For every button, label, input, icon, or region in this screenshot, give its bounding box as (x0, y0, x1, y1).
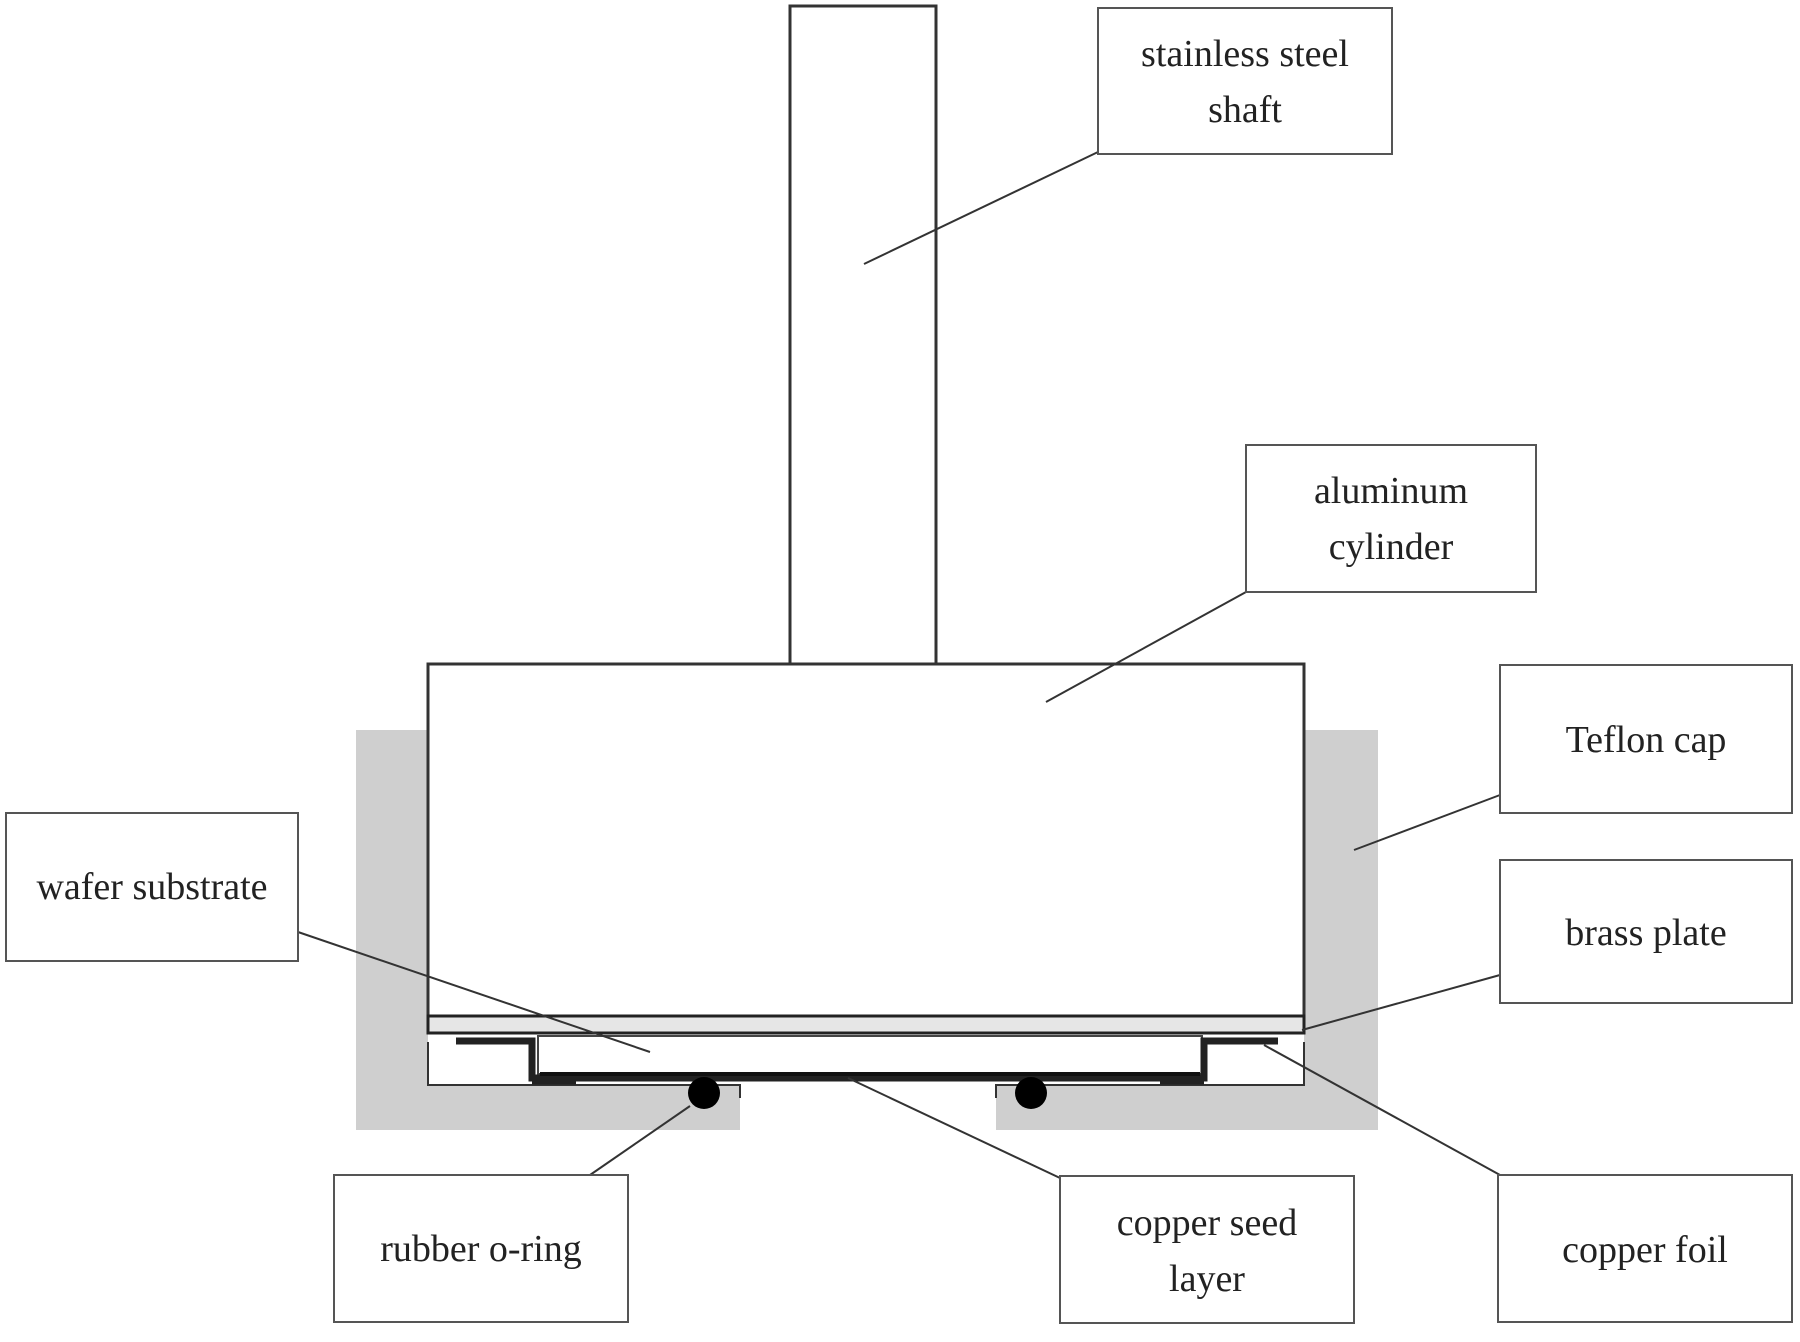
label-shaft-line1: stainless steel (1141, 33, 1349, 75)
leader-wafer (297, 931, 651, 1053)
leader-cylinder (1045, 591, 1247, 703)
label-copper-seed-layer: copper seed layer (1059, 1175, 1355, 1324)
label-oring-line1: rubber o-ring (380, 1228, 582, 1270)
label-cylinder-line2: cylinder (1329, 526, 1454, 568)
leader-brass (1301, 974, 1501, 1031)
teflon-inner-edge-right (995, 1042, 1305, 1098)
wafer-substrate (537, 1035, 1203, 1075)
label-brass-line1: brass plate (1565, 912, 1726, 954)
rubber-o-ring-left (688, 1077, 720, 1109)
label-wafer-line1: wafer substrate (36, 866, 267, 908)
aluminum-cylinder (426, 662, 1306, 1018)
label-stainless-steel-shaft: stainless steel shaft (1097, 7, 1393, 155)
leader-foil (1263, 1044, 1501, 1176)
label-seed-line2: layer (1169, 1258, 1245, 1300)
label-teflon-cap: Teflon cap (1499, 664, 1793, 814)
brass-plate (426, 1014, 1306, 1035)
label-copper-foil: copper foil (1497, 1174, 1793, 1323)
label-teflon-line1: Teflon cap (1566, 719, 1727, 761)
teflon-cap (356, 730, 1378, 1130)
label-seed-line1: copper seed (1117, 1202, 1297, 1244)
label-wafer-substrate: wafer substrate (5, 812, 299, 962)
leader-shaft (863, 151, 1099, 265)
stainless-steel-shaft (788, 4, 938, 666)
label-brass-plate: brass plate (1499, 859, 1793, 1004)
label-shaft-line2: shaft (1208, 89, 1282, 131)
label-aluminum-cylinder: aluminum cylinder (1245, 444, 1537, 593)
leader-seed (847, 1077, 1061, 1179)
leader-teflon (1353, 794, 1501, 851)
label-foil-line1: copper foil (1562, 1229, 1728, 1271)
label-cylinder-line1: aluminum (1314, 470, 1468, 512)
copper-foil (456, 1037, 1278, 1082)
rubber-o-ring-right (1015, 1077, 1047, 1109)
leader-oring (589, 1105, 691, 1176)
label-rubber-o-ring: rubber o-ring (333, 1174, 629, 1323)
teflon-inner-edge-left (427, 1042, 741, 1098)
